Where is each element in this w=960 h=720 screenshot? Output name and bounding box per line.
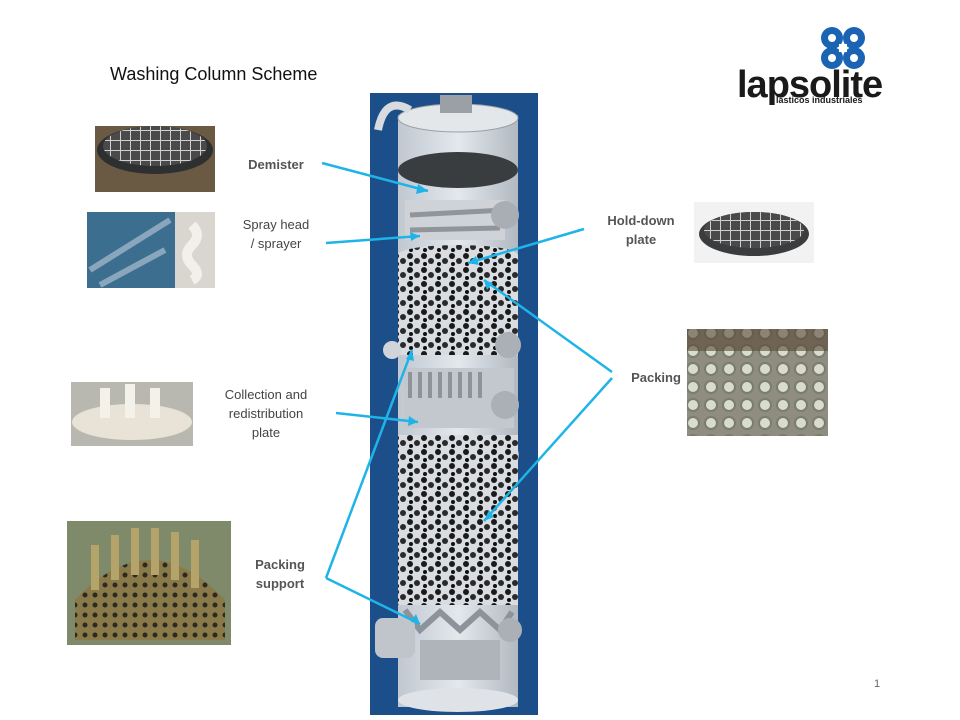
- callout-arrows: [321, 161, 613, 626]
- label-holddown-line1: Hold-down: [607, 213, 675, 228]
- demister-photo: [95, 126, 215, 192]
- packing-rings-photo: [687, 329, 828, 436]
- label-packing-support: Packing support: [240, 555, 320, 593]
- collection-plate-photo: [71, 382, 193, 446]
- demister-shape: [398, 152, 518, 188]
- label-collection-plate: Collection and redistribution plate: [211, 385, 321, 442]
- logo-wordmark: lapsolite: [737, 64, 883, 106]
- label-demister: Demister: [248, 157, 304, 172]
- spray-head-photo: [87, 212, 215, 288]
- label-support-line2: support: [255, 576, 305, 591]
- label-holddown-line2: plate: [625, 232, 657, 247]
- label-support-line1: Packing: [255, 557, 305, 572]
- label-collection-line2: redistribution: [228, 406, 304, 421]
- hold-down-plate-photo: [694, 202, 814, 263]
- label-hold-down-plate: Hold-down plate: [596, 211, 686, 249]
- label-packing: Packing: [631, 370, 681, 385]
- label-collection-line3: plate: [251, 425, 281, 440]
- lower-packing: [398, 435, 518, 605]
- label-collection-line1: Collection and: [224, 387, 308, 402]
- page-number: 1: [874, 678, 881, 690]
- label-spray-line2: / sprayer: [250, 236, 302, 251]
- logo-tagline: lásticos industriales: [776, 95, 863, 105]
- packing-support-photo: [67, 521, 231, 645]
- label-spray-head: Spray head / sprayer: [226, 215, 326, 253]
- page-title: Washing Column Scheme: [110, 64, 318, 84]
- label-spray-line1: Spray head: [242, 217, 310, 232]
